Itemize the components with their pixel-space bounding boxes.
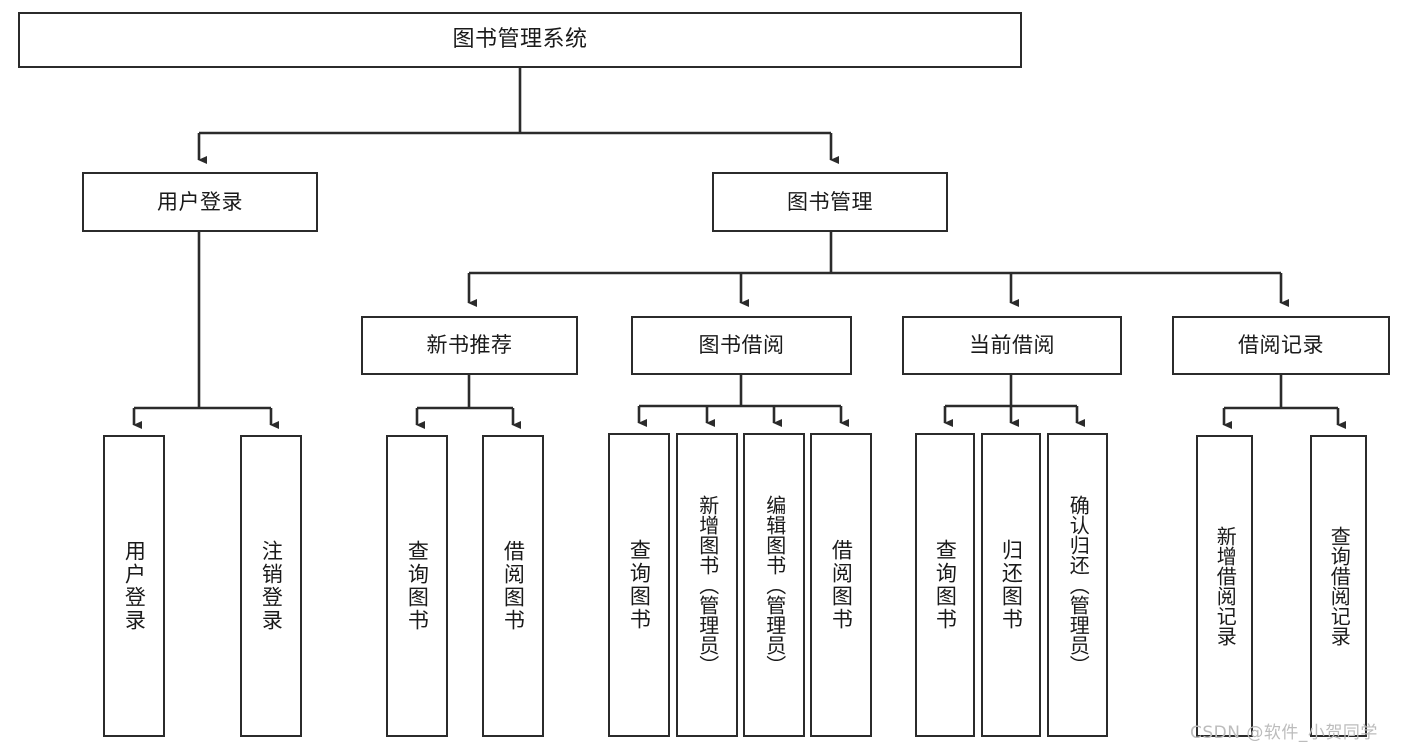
node-label: 注销登录 [259, 540, 284, 632]
node-label: 图书管理 [787, 189, 873, 214]
leaf-confirm-return-admin[interactable]: 确认归还（管理员） [1047, 433, 1108, 737]
node-label: 确认归还（管理员） [1066, 495, 1091, 675]
node-root-book-management-system[interactable]: 图书管理系统 [18, 12, 1022, 68]
leaf-borrow-book[interactable]: 借阅图书 [810, 433, 872, 737]
node-current-borrow[interactable]: 当前借阅 [902, 316, 1122, 375]
node-label: 查询图书 [933, 539, 958, 631]
node-label: 图书管理系统 [452, 26, 588, 52]
node-label: 查询借阅记录 [1327, 526, 1352, 646]
leaf-query-book-borrow[interactable]: 查询图书 [608, 433, 670, 737]
node-label: 查询图书 [405, 540, 430, 632]
node-label: 用户登录 [122, 540, 147, 632]
leaf-edit-book-admin[interactable]: 编辑图书（管理员） [743, 433, 805, 737]
node-book-borrow[interactable]: 图书借阅 [631, 316, 852, 375]
leaf-logout-login[interactable]: 注销登录 [240, 435, 302, 737]
leaf-return-book[interactable]: 归还图书 [981, 433, 1041, 737]
node-label: 新增图书（管理员） [695, 495, 720, 675]
node-book-management[interactable]: 图书管理 [712, 172, 948, 232]
leaf-add-book-admin[interactable]: 新增图书（管理员） [676, 433, 738, 737]
node-label: 图书借阅 [698, 333, 785, 358]
node-label: 借阅记录 [1238, 333, 1324, 358]
node-label: 借阅图书 [501, 540, 526, 632]
leaf-user-login[interactable]: 用户登录 [103, 435, 165, 737]
leaf-query-book-recommend[interactable]: 查询图书 [386, 435, 448, 737]
node-label: 查询图书 [627, 539, 652, 631]
node-label: 用户登录 [157, 189, 243, 214]
csdn-watermark: CSDN @软件_小贺同学 [1190, 723, 1378, 743]
leaf-query-book-current[interactable]: 查询图书 [915, 433, 975, 737]
leaf-borrow-book-recommend[interactable]: 借阅图书 [482, 435, 544, 737]
leaf-query-borrow-record[interactable]: 查询借阅记录 [1310, 435, 1367, 737]
node-label: 新增借阅记录 [1213, 526, 1238, 646]
leaf-add-borrow-record[interactable]: 新增借阅记录 [1196, 435, 1253, 737]
node-new-book-recommend[interactable]: 新书推荐 [361, 316, 578, 375]
node-label: 编辑图书（管理员） [762, 495, 787, 675]
node-borrow-record[interactable]: 借阅记录 [1172, 316, 1390, 375]
node-label: 新书推荐 [426, 333, 513, 358]
node-label: 归还图书 [999, 539, 1024, 631]
node-label: 借阅图书 [829, 539, 854, 631]
node-label: 当前借阅 [969, 333, 1055, 358]
node-user-login[interactable]: 用户登录 [82, 172, 318, 232]
